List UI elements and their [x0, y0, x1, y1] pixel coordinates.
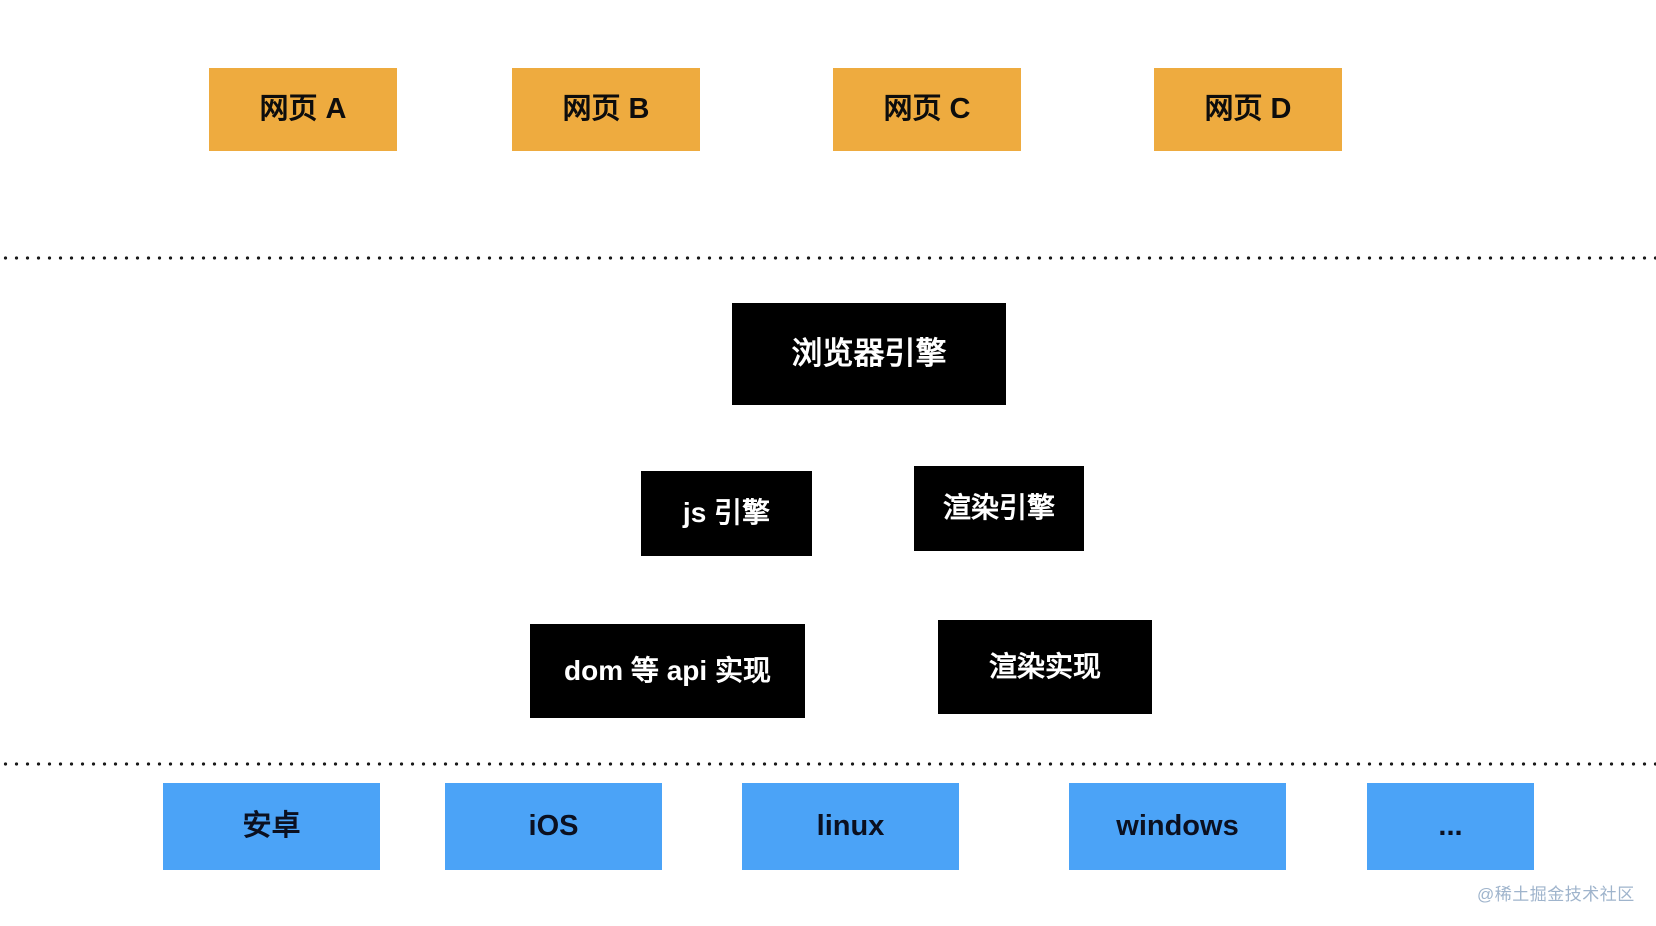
page-box-d: 网页 D — [1154, 68, 1342, 151]
watermark-label: @稀土掘金技术社区 — [1477, 885, 1635, 904]
os-box-linux: linux — [742, 783, 959, 870]
dom-api-implementation-box: dom 等 api 实现 — [530, 624, 805, 718]
os-box-other: ... — [1367, 783, 1534, 870]
page-box-b: 网页 B — [512, 68, 700, 151]
page-box-c: 网页 C — [833, 68, 1021, 151]
render-engine-box: 渲染引擎 — [914, 466, 1084, 551]
browser-engine-box: 浏览器引擎 — [732, 303, 1006, 405]
divider-engine-os — [0, 762, 1656, 766]
divider-pages-engine — [0, 256, 1656, 260]
js-engine-box: js 引擎 — [641, 471, 812, 556]
os-box-windows: windows — [1069, 783, 1286, 870]
os-box-android: 安卓 — [163, 783, 380, 870]
render-implementation-box: 渲染实现 — [938, 620, 1152, 714]
os-box-ios: iOS — [445, 783, 662, 870]
page-box-a: 网页 A — [209, 68, 397, 151]
